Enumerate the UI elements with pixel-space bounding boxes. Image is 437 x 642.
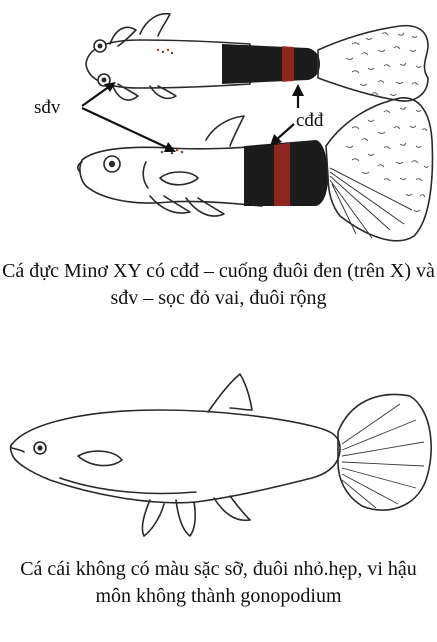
male-fish-top-view (86, 14, 428, 101)
black-peduncle-band (222, 44, 320, 84)
label-sdv: sđv (34, 97, 61, 118)
male-fish-figure: sđv cđđ (0, 0, 437, 248)
male-fish-illustration: sđv cđđ (0, 0, 437, 248)
tail-fin (326, 98, 432, 241)
female-fish-caption: Cá cái không có màu sặc sỡ, đuôi nhỏ.hẹp… (0, 556, 437, 610)
male-fish-caption: Cá đực Minơ XY có cđđ – cuống đuôi đen (… (0, 258, 437, 312)
annotation-cdd: cđđ (270, 84, 324, 146)
red-stripe (274, 143, 290, 206)
male-fish-side-view (78, 98, 433, 241)
label-cdd: cđđ (296, 110, 324, 131)
female-fish-illustration (0, 370, 437, 542)
red-stripe (282, 46, 294, 82)
female-fish-side-view (11, 374, 432, 536)
tail-fin (318, 26, 428, 101)
female-fish-figure (0, 370, 437, 542)
tail-fin (338, 395, 431, 511)
